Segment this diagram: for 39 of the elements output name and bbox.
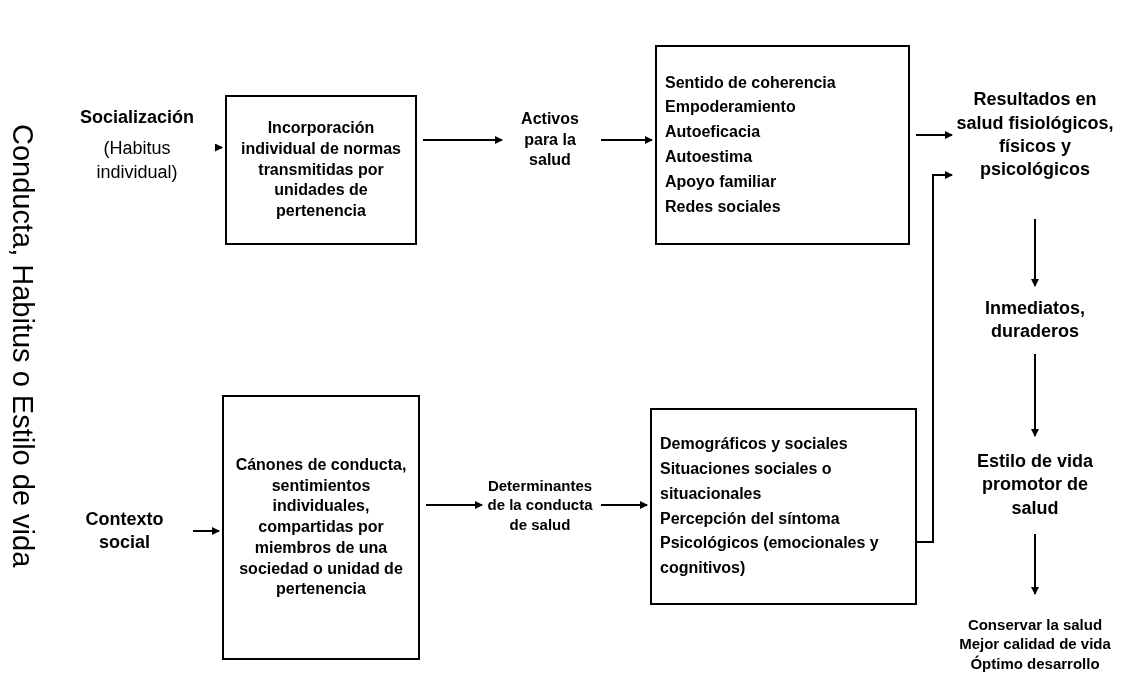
node-text: Determinantes de la conducta de salud [486, 475, 594, 535]
arrow [600, 136, 653, 144]
list-item: Autoeficacia [665, 122, 762, 143]
text-box [650, 408, 917, 605]
vertical-title: Conducta, Habitus o Estilo de vida [7, 124, 37, 568]
arrow [422, 136, 503, 144]
text-box [655, 45, 910, 245]
node-text: Socialización [79, 105, 194, 129]
node-text: Resultados en salud fisiológicos, físicos y psicológicos [955, 88, 1115, 182]
list-item: Autoestima [665, 147, 754, 167]
list-item: Sentido de coherencia [665, 72, 837, 93]
node-text: Inmediatos, duraderos [984, 296, 1086, 343]
arrow [425, 501, 483, 509]
node-text: (Habitus individual) [95, 137, 179, 184]
arrow [600, 501, 648, 509]
arrow [1031, 353, 1039, 437]
node-text: Mejor calidad de vida [959, 634, 1111, 654]
arrow [916, 171, 953, 543]
list-item: Situaciones sociales o situacionales [660, 458, 833, 504]
list-item: Empoderamiento [665, 97, 797, 118]
list-item: Percepción del síntoma [660, 508, 841, 529]
node-text: Conservar la salud [967, 614, 1103, 635]
arrow [215, 143, 223, 152]
node-text: Contexto social [84, 507, 165, 554]
node-text: Activos para la salud [520, 108, 580, 171]
list-item: Demográficos y sociales [660, 434, 849, 455]
node-text: Incorporación individual de normas transmitidas por unidades de pertenencia [240, 118, 402, 222]
node-text: Óptimo desarrollo [970, 653, 1100, 674]
arrow [192, 527, 220, 535]
arrow [1031, 533, 1039, 595]
node-text: Estilo de vida promotor de salud [975, 449, 1094, 520]
text-box [222, 395, 420, 660]
list-item: Apoyo familiar [665, 171, 778, 192]
node-text: Cánones de conducta, sentimientos individuales, compartidas por miembros de una sociedad o unidad de pertenencia [234, 454, 408, 600]
arrow [915, 131, 953, 139]
arrow [1031, 218, 1039, 287]
list-item: Psicológicos (emocionales y cognitivos) [660, 533, 880, 579]
list-item: Redes sociales [665, 196, 782, 217]
text-box [225, 95, 417, 245]
